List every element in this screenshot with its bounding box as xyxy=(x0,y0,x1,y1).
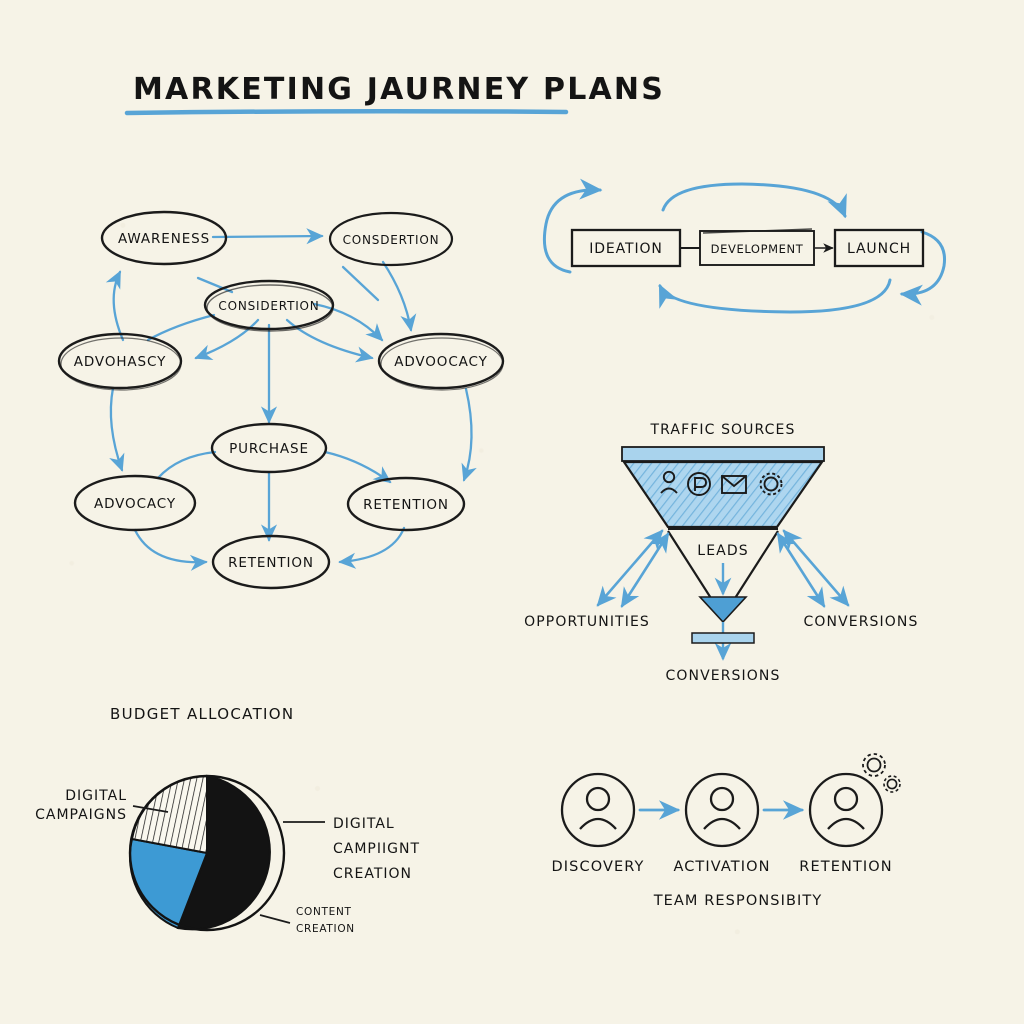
person-icon xyxy=(660,470,678,494)
pie-label-left-line1: DIGITAL xyxy=(65,788,127,804)
process-loops xyxy=(542,178,947,314)
person-icon xyxy=(827,786,865,830)
pie-label-right-line1: DIGITAL xyxy=(333,816,395,832)
process-step-launch[interactable]: LAUNCH xyxy=(833,228,925,268)
pie-slice-digital-campiignt-creation[interactable] xyxy=(176,774,271,931)
node-consdertion[interactable]: CONSDERTION xyxy=(328,211,454,267)
gear-icon-small xyxy=(883,775,901,793)
person-icon xyxy=(703,786,741,830)
pie-label-right-line2: CAMPIIGNT xyxy=(333,841,420,857)
node-retention-right-label: RETENTION xyxy=(363,497,449,513)
node-advocacy-label: ADVOCACY xyxy=(94,496,176,512)
pie-leader-lines xyxy=(132,805,325,924)
page-title: MARKETING JAURNEY PLANS xyxy=(133,72,665,107)
pie-label-left-line2: CAMPAIGNS xyxy=(35,807,127,823)
process-step-development-label: DEVELOPMENT xyxy=(711,242,804,256)
funnel-output-bar xyxy=(691,632,755,644)
node-awareness[interactable]: AWARENESS xyxy=(100,210,228,266)
funnel-icons xyxy=(660,470,783,496)
node-advoocacy-label: ADVOOCACY xyxy=(394,354,488,370)
node-retention-bottom[interactable]: RETENTION xyxy=(211,534,331,590)
pie-slices xyxy=(128,774,286,932)
person-icon xyxy=(579,786,617,830)
node-advoocacy[interactable]: ADVOOCACY xyxy=(377,332,505,391)
node-considertion-label: CONSIDERTION xyxy=(218,299,319,313)
process-step-launch-label: LAUNCH xyxy=(847,241,911,257)
node-purchase-label: PURCHASE xyxy=(229,441,309,457)
node-advohascy[interactable]: ADVOHASCY xyxy=(57,332,183,391)
circled-p-icon xyxy=(687,472,711,496)
funnel-middle-label: LEADS xyxy=(697,543,748,559)
team-stage-retention-label: RETENTION xyxy=(799,859,892,875)
node-considertion[interactable]: CONSIDERTION xyxy=(203,279,335,332)
team-stage-discovery-label: DISCOVERY xyxy=(552,859,645,875)
team-stage-activation-label: ACTIVATION xyxy=(673,859,770,875)
title-underline xyxy=(124,108,569,116)
node-awareness-label: AWARENESS xyxy=(118,231,210,247)
process-step-ideation-label: IDEATION xyxy=(589,241,663,257)
team-stage-discovery[interactable]: DISCOVERY xyxy=(552,772,645,875)
node-retention-bottom-label: RETENTION xyxy=(228,555,314,571)
funnel-bottom-label: CONVERSIONS xyxy=(666,668,781,684)
node-advohascy-label: ADVOHASCY xyxy=(74,354,167,370)
node-advocacy[interactable]: ADVOCACY xyxy=(73,474,197,532)
process-step-development[interactable]: DEVELOPMENT xyxy=(699,228,815,266)
node-retention-right[interactable]: RETENTION xyxy=(346,476,466,532)
pie-label-bottom-line2: CREATION xyxy=(296,923,355,935)
envelope-icon xyxy=(721,475,747,494)
journey-connectors xyxy=(105,228,477,571)
node-purchase[interactable]: PURCHASE xyxy=(210,422,328,474)
node-consdertion-label: CONSDERTION xyxy=(343,233,440,247)
funnel-top-label: TRAFFIC SOURCES xyxy=(650,422,796,438)
funnel-left-label: OPPORTUNITIES xyxy=(524,614,650,630)
budget-title: BUDGET ALLOCATION xyxy=(110,705,294,723)
pie-label-bottom-line1: CONTENT xyxy=(296,906,352,918)
gear-icon xyxy=(759,472,783,496)
gear-icon-large xyxy=(862,753,886,777)
pie-label-right-line3: CREATION xyxy=(333,866,412,882)
team-stage-activation[interactable]: ACTIVATION xyxy=(673,772,770,875)
funnel-side-arrows xyxy=(596,529,850,608)
funnel-lower xyxy=(667,530,779,624)
team-caption: TEAM RESPONSIBITY xyxy=(653,893,823,909)
funnel-right-label: CONVERSIONS xyxy=(804,614,919,630)
team-stage-retention[interactable]: RETENTION xyxy=(799,772,892,875)
